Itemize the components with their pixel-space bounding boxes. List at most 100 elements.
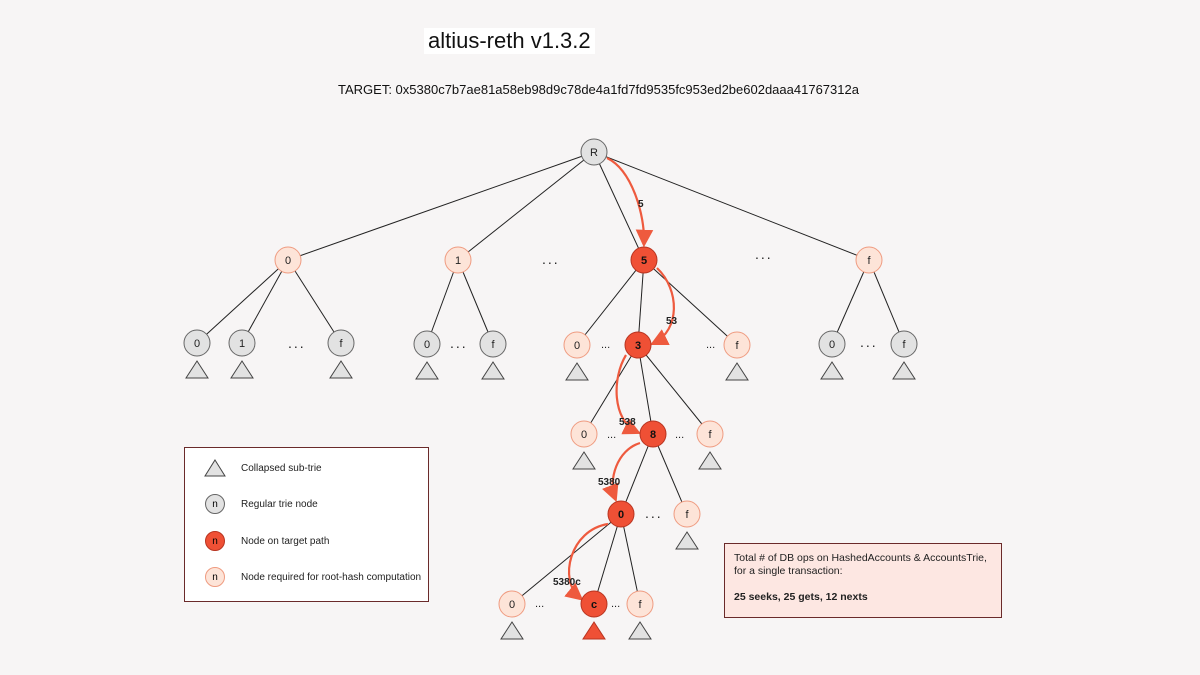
node-l3_8: 8 [639,420,667,448]
node-label-l5_0: 0 [509,599,515,611]
edge-root-l1_5 [593,151,645,261]
legend-regular: n Regular trie node [203,492,318,516]
node-circle-l1_5 [630,246,658,274]
collapsed-subtrie-l5_0 [500,621,524,640]
target-node-icon: n [205,531,225,551]
collapsed-subtrie-l2c_0 [565,362,589,381]
collapsed-subtrie-l5_f [628,621,652,640]
node-circle-l1_0 [274,246,302,274]
edge-l1_f-l2d_0 [831,259,870,345]
node-circle-l4_f [673,500,701,528]
node-circle-l3_f [696,420,724,448]
node-label-l1_5: 5 [641,255,647,267]
target-hash: TARGET: 0x5380c7b7ae81a58eb98d9c78de4a1f… [338,82,859,97]
stats-line-2: for a single transaction: [734,565,843,577]
node-circle-l5_c [580,590,608,618]
node-circle-l2b_f [479,330,507,358]
ellipsis-l3-a: ... [607,429,616,441]
node-label-l5_f: f [638,599,642,611]
node-label-l4_0: 0 [618,509,624,521]
edge-label-5: 5 [638,199,644,210]
node-label-l3_f: f [708,429,712,441]
stats-line-1: Total # of DB ops on HashedAccounts & Ac… [734,552,987,564]
node-circle-l5_0 [498,590,526,618]
legend-required-label: Node required for root-hash computation [241,571,422,583]
ellipsis-l2c-a: ... [601,339,610,351]
node-circle-l2d_f [890,330,918,358]
node-l2c_f: f [723,331,751,359]
edge-labels: 5 53 538 5380 5380c [553,199,678,588]
path-arrow-from-l2c_3 [615,354,641,435]
edge-l1_5-l2c_0 [576,259,645,346]
edge-l4_0-l5_f [620,513,641,605]
triangle-icon [203,456,227,480]
node-l1_f: f [855,246,883,274]
edge-l2c_3-l3_0 [583,344,639,435]
node-circle-l2a_f [327,329,355,357]
path-arrow-from-l1_5 [650,267,675,345]
ellipsis-l5-a: ... [535,598,544,610]
stats-summary: 25 seeks, 25 gets, 12 nexts [734,591,868,603]
legend-required: n Node required for root-hash computatio… [203,565,421,589]
node-l3_f: f [696,420,724,448]
node-label-l2b_f: f [491,339,495,351]
collapsed-subtrie-l3_f [698,451,722,470]
node-circle-l2d_0 [818,330,846,358]
edge-l1_1-l2b_f [457,259,494,345]
node-circle-l3_8 [639,420,667,448]
edge-l4_0-l5_0 [511,513,622,605]
ellipsis-l4: ... [645,505,663,521]
collapsed-subtrie-l2b_0 [415,361,439,380]
node-label-l2c_3: 3 [635,340,641,352]
node-circle-l2c_0 [563,331,591,359]
legend-collapsed-label: Collapsed sub-trie [241,462,322,474]
ellipsis-l5-b: ... [611,598,620,610]
node-l2a_f: f [327,329,355,357]
edge-root-l1_1 [457,151,595,261]
edge-root-l1_0 [287,151,595,261]
node-l3_0: 0 [570,420,598,448]
edge-l1_1-l2b_0 [426,259,459,345]
node-label-l2c_0: 0 [574,340,580,352]
path-arrow-from-l4_0 [564,522,609,601]
node-circle-l3_0 [570,420,598,448]
node-label-l3_8: 8 [650,429,656,441]
node-label-root: R [590,147,598,159]
edge-l3_8-l4_0 [620,433,654,515]
node-l2b_f: f [479,330,507,358]
node-label-l2d_0: 0 [829,339,835,351]
node-l2d_f: f [890,330,918,358]
collapsed-subtrie-l2c_f [725,362,749,381]
edge-label-5380: 5380 [598,477,621,488]
collapsed-subtries [185,360,916,640]
node-l1_5: 5 [630,246,658,274]
node-circle-l1_f [855,246,883,274]
node-l5_c: c [580,590,608,618]
node-l2a_1: 1 [228,329,256,357]
node-label-l4_f: f [685,509,689,521]
legend-regular-label: Regular trie node [241,498,318,510]
ellipsis-l2b: ... [450,335,468,351]
collapsed-subtrie-l2a_f [329,360,353,379]
ellipsis-l2c-b: ... [706,339,715,351]
node-circle-l5_f [626,590,654,618]
node-circle-l4_0 [607,500,635,528]
collapsed-subtrie-l2d_0 [820,361,844,380]
ellipsis-l1-a: ... [542,251,560,267]
ellipsis-l2d: ... [860,334,878,350]
node-circle-l2c_3 [624,331,652,359]
edge-l1_5-l2c_f [643,259,738,346]
node-label-l2c_f: f [735,340,739,352]
edge-l1_5-l2c_3 [637,259,645,346]
collapsed-subtrie-l3_0 [572,451,596,470]
collapsed-subtrie-l4_f [675,531,699,550]
page-title: altius-reth v1.3.2 [424,28,595,54]
ellipsis-l2a: ... [288,335,306,351]
node-l2c_0: 0 [563,331,591,359]
node-circle-l2a_1 [228,329,256,357]
node-label-l1_1: 1 [455,255,461,267]
node-label-l2b_0: 0 [424,339,430,351]
collapsed-subtrie-l5_c [582,621,606,640]
edge-l4_0-l5_c [593,513,622,605]
